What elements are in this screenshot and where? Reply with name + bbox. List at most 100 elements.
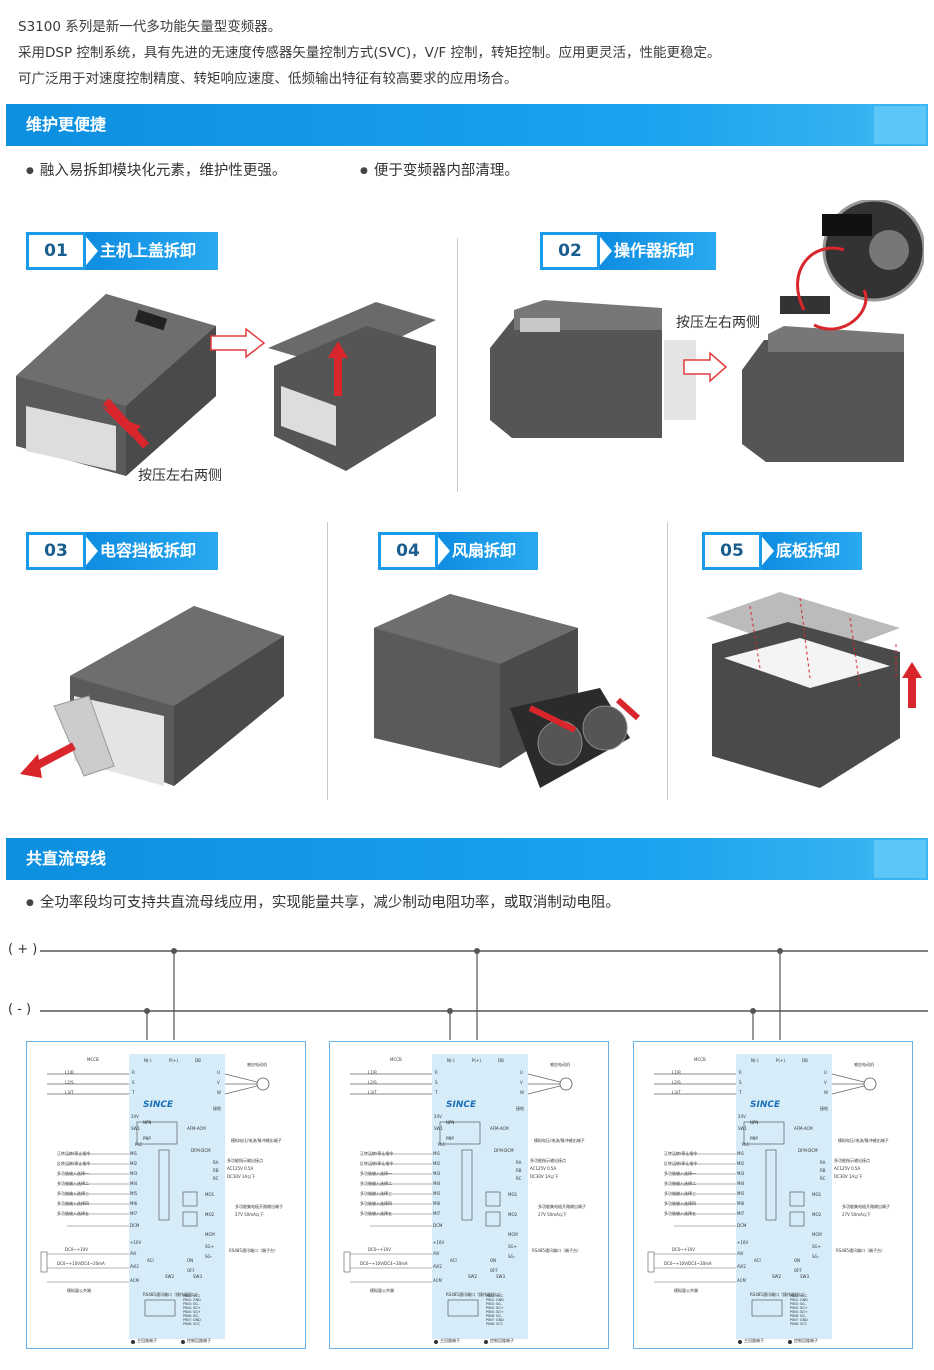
section-header-maintenance: 维护更便捷 xyxy=(6,104,928,146)
schematic-label: 正转运转/停止指令 xyxy=(360,1151,394,1156)
dc-minus-label: ( - ) xyxy=(8,1002,32,1017)
schematic-label: 多功能输入选择一 xyxy=(57,1171,89,1176)
schematic-label: DC30V 1A以下 xyxy=(227,1174,256,1179)
schematic-label: 模拟电压/电流/脉冲输出端子 xyxy=(231,1138,282,1143)
schematic-label: SW1 xyxy=(738,1126,748,1131)
press-sides-note: 按压左右两侧 xyxy=(138,468,222,484)
schematic-label: V xyxy=(520,1080,523,1085)
schematic-label: PIN1: VCC PIN2: GND PIN3: SG- PIN4: SG+ … xyxy=(183,1294,201,1326)
schematic-label: ACI xyxy=(754,1258,761,1263)
schematic-label: 控制回路端子 xyxy=(794,1338,818,1343)
schematic-label: T xyxy=(132,1090,135,1095)
schematic-label: ACI xyxy=(147,1258,154,1263)
schematic-label: RS485通讯端口（端子台） xyxy=(532,1248,581,1253)
schematic-label: L3/T xyxy=(65,1090,74,1095)
schematic-label: SW3 xyxy=(800,1274,810,1279)
schematic-label: SG+ xyxy=(508,1244,517,1249)
schematic-label: DB xyxy=(195,1058,201,1063)
schematic-label: MI6 xyxy=(130,1201,138,1206)
schematic-label: ACM xyxy=(130,1278,139,1283)
schematic-label: 多功能输入选择一 xyxy=(664,1171,696,1176)
intro-line-2: 采用DSP 控制系统，具有先进的无速度传感器矢量控制方式(SVC)，V/F 控制… xyxy=(18,45,721,61)
schematic-label: RC xyxy=(213,1176,219,1181)
schematic-label: N(-) xyxy=(447,1058,455,1063)
schematic-label: RC xyxy=(516,1176,522,1181)
divider xyxy=(667,522,668,800)
schematic-label: PLC xyxy=(135,1142,143,1147)
schematic-label: MI7 xyxy=(130,1211,138,1216)
press-sides-note: 按压左右两侧 xyxy=(676,315,760,331)
dc-plus-label: ( + ) xyxy=(8,942,38,957)
schematic-label: RA xyxy=(820,1160,826,1165)
schematic-label: DC0~+10V/DC4~20mA xyxy=(664,1261,712,1266)
schematic-label: DC0~+10V/DC4~20mA xyxy=(57,1261,105,1266)
schematic-label: MI2 xyxy=(433,1161,441,1166)
schematic-label: 27V 50mA以下 xyxy=(235,1212,264,1217)
schematic-label: L2/S xyxy=(368,1080,377,1085)
divider xyxy=(457,238,458,492)
schematic-drawing xyxy=(40,1054,270,1344)
schematic-label: AFM-ACM xyxy=(794,1126,813,1131)
schematic-label: 模拟电压/电流/脉冲输出端子 xyxy=(838,1138,889,1143)
step-number: 01 xyxy=(26,232,86,270)
schematic-label: DCM xyxy=(130,1223,140,1228)
schematic-label: L3/T xyxy=(672,1090,681,1095)
schematic-label: MCCB xyxy=(694,1057,706,1062)
schematic-label: RA xyxy=(213,1160,219,1165)
schematic-label: L1/R xyxy=(65,1070,74,1075)
schematic-label: +10V xyxy=(130,1240,142,1245)
schematic-label: MCCB xyxy=(390,1057,402,1062)
schematic-label: 反转运转/停止指令 xyxy=(360,1161,394,1166)
keypad-removal-illustration xyxy=(490,200,924,462)
schematic-label: MO2 xyxy=(508,1212,518,1217)
schematic-label: AVI2 xyxy=(130,1264,139,1269)
schematic-label: 多功能输入选择五 xyxy=(664,1211,696,1216)
inverter-top-cover-illustration xyxy=(16,294,436,476)
schematic-label: RS485通讯端口（端子台） xyxy=(836,1248,885,1253)
schematic-label: 多功能输入选择三 xyxy=(664,1191,696,1196)
schematic-label: MI5 xyxy=(737,1191,745,1196)
schematic-label: AFM-ACM xyxy=(490,1126,509,1131)
schematic-label: MI3 xyxy=(130,1171,138,1176)
schematic-label: 感应电动机 xyxy=(854,1062,874,1067)
schematic-label: ON xyxy=(490,1258,497,1263)
schematic-label: W xyxy=(520,1090,524,1095)
schematic-label: MI2 xyxy=(737,1161,745,1166)
schematic-label: SW2 xyxy=(165,1274,175,1279)
schematic-label: +10V xyxy=(433,1240,445,1245)
chevron-right-icon xyxy=(82,232,98,270)
schematic-label: OFF xyxy=(187,1268,195,1273)
schematic-label: 24V xyxy=(434,1114,442,1119)
schematic-label: 正转运转/停止指令 xyxy=(664,1151,698,1156)
section-decoration xyxy=(868,840,874,878)
schematic-label: OFF xyxy=(794,1268,802,1273)
schematic-label: OFF xyxy=(490,1268,498,1273)
schematic-label: AFM-ACM xyxy=(187,1126,206,1131)
schematic-label: 多功能输入选择三 xyxy=(57,1191,89,1196)
schematic-label: PLC xyxy=(742,1142,750,1147)
schematic-label: PLC xyxy=(438,1142,446,1147)
schematic-label: AC125V 0.5A xyxy=(530,1166,557,1171)
schematic-label: MO1 xyxy=(205,1192,215,1197)
schematic-label: N(-) xyxy=(751,1058,759,1063)
schematic-label: 感应电动机 xyxy=(247,1062,267,1067)
schematic-label: V xyxy=(824,1080,827,1085)
schematic-drawing xyxy=(647,1054,877,1344)
schematic-label: DC30V 1A以下 xyxy=(530,1174,559,1179)
schematic-label: 多功能集电极开路输出端子 xyxy=(538,1204,586,1209)
schematic-label: L2/S xyxy=(65,1080,74,1085)
schematic-label: SW1 xyxy=(434,1126,444,1131)
schematic-label: RC xyxy=(820,1176,826,1181)
schematic-label: 模拟量公共端 xyxy=(674,1288,698,1293)
schematic-label: DC0~+10V xyxy=(368,1247,391,1252)
capacitor-baffle-illustration xyxy=(20,606,284,786)
schematic-label: 多功能输入选择二 xyxy=(360,1181,392,1186)
schematic-label: 27V 50mA以下 xyxy=(842,1212,871,1217)
schematic-label: RS485通讯端口（端子台） xyxy=(229,1248,278,1253)
schematic-label: 多功能输入选择二 xyxy=(57,1181,89,1186)
schematic-label: MI5 xyxy=(130,1191,138,1196)
schematic-label: DFM-DCM xyxy=(494,1148,514,1153)
schematic-label: MO1 xyxy=(812,1192,822,1197)
schematic-label: 控制回路端子 xyxy=(490,1338,514,1343)
schematic-label: MI6 xyxy=(737,1201,745,1206)
